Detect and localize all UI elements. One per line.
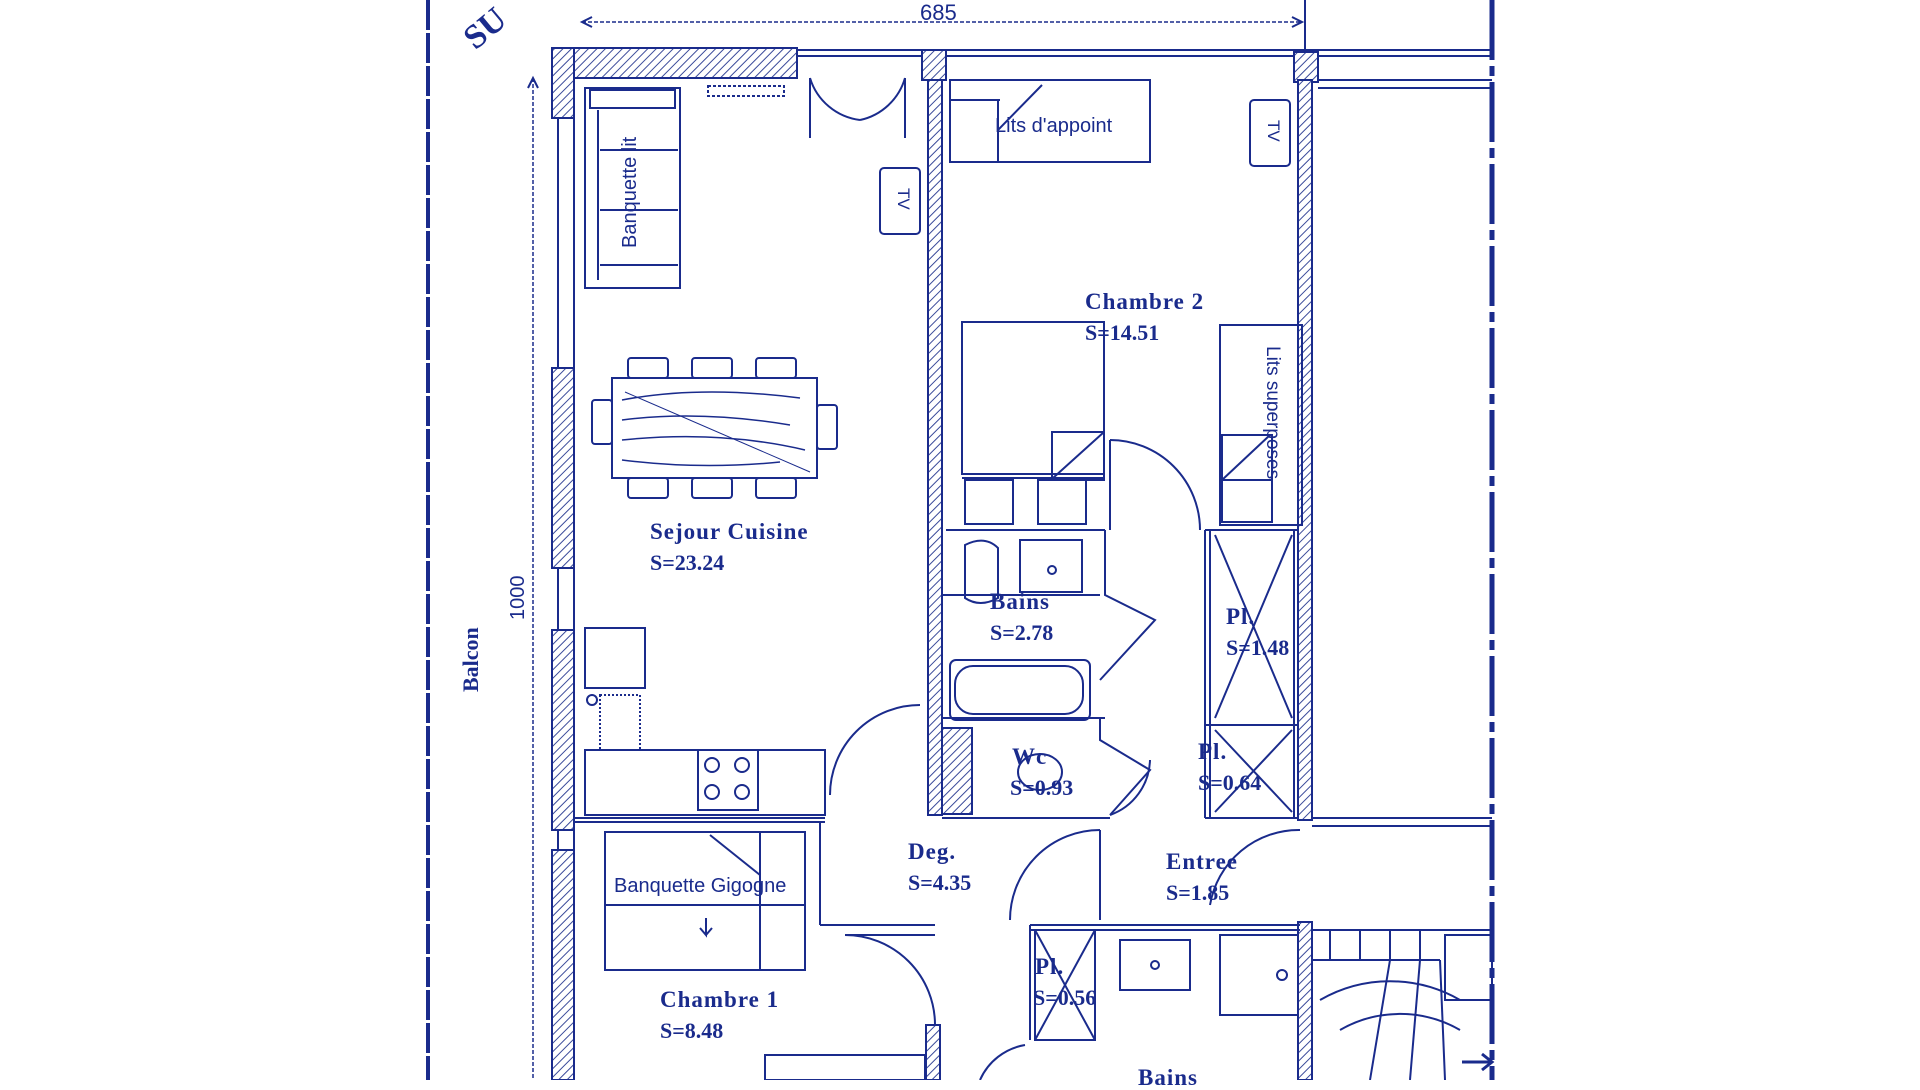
label-banquette-gigogne: Banquette Gigogne (614, 875, 787, 897)
placard-2-cross-b (1214, 729, 1293, 813)
room-name-entree: Entree (1166, 849, 1239, 874)
room-area-placard2: S=0.64 (1198, 770, 1262, 795)
wall-left-top (551, 47, 575, 119)
placard-3 (1034, 929, 1096, 1041)
wall-left-lower (551, 629, 575, 831)
door-swing-bottom (979, 1044, 1026, 1080)
label-tv-sejour: TV (894, 188, 913, 210)
room-name-degagement: Deg. (908, 839, 957, 864)
wall-left-mid (551, 367, 575, 569)
room-area-sejour: S=23.24 (650, 550, 725, 575)
bathroom-sink-2 (1119, 939, 1191, 991)
bunk-beds (1219, 324, 1303, 526)
wc-tank (941, 727, 973, 815)
cooktop (697, 749, 759, 811)
placard-1-cross-b (1214, 534, 1293, 719)
wall-center (927, 79, 943, 816)
wall-center-bottom (925, 1024, 941, 1080)
wall-right (1297, 79, 1313, 821)
staircase (1312, 929, 1495, 1080)
bathtub (949, 659, 1091, 721)
sofa-banquette-lit (584, 87, 681, 289)
wall-right-top (1293, 51, 1319, 83)
door-swing-entree (1209, 828, 1301, 906)
radiator (707, 85, 785, 97)
room-name-placard2: Pl. (1198, 739, 1228, 764)
wall-top-left (551, 47, 798, 79)
label-lits-appoint: Lits d'appoint (995, 115, 1113, 137)
label-tv-chambre2: TV (1264, 120, 1283, 142)
kitchen-counter (584, 749, 826, 816)
room-name-placard3: Pl. (1035, 954, 1065, 979)
room-area-placard3: S=0.56 (1033, 985, 1097, 1010)
banquette-gigogne (604, 831, 806, 971)
wall-right-bottom (1297, 921, 1313, 1080)
door-swing-top-2 (859, 77, 906, 138)
room-area-chambre1: S=8.48 (660, 1018, 724, 1043)
door-swing-top-1 (809, 77, 861, 138)
kitchen-sink (584, 627, 646, 689)
wc-bowl (1017, 753, 1063, 791)
room-name-wc: Wc (1012, 744, 1048, 769)
door-swing-deg (1009, 829, 1101, 921)
door-swing-chambre1 (844, 934, 936, 1026)
room-area-bains1: S=2.78 (990, 620, 1054, 645)
label-banquette-lit: Banquette lit (619, 136, 641, 248)
tv-chambre2 (1249, 99, 1291, 167)
wall-left-bottom (551, 849, 575, 1080)
bed-chambre2 (961, 321, 1105, 475)
lits-appoint (949, 79, 1151, 163)
shower-2 (1219, 934, 1299, 1016)
room-name-bains1: Bains (990, 589, 1050, 614)
room-name-bains2: Bains (1138, 1065, 1198, 1090)
room-area-placard1: S=1.48 (1226, 635, 1290, 660)
room-area-wc: S=0.93 (1010, 775, 1074, 800)
room-name-chambre2: Chambre 2 (1085, 289, 1205, 314)
room-area-entree: S=1.85 (1166, 880, 1230, 905)
door-swing-chambre2 (1109, 439, 1201, 531)
room-name-chambre1: Chambre 1 (660, 987, 780, 1012)
room-name-placard1: Pl. (1226, 604, 1256, 629)
room-area-chambre2: S=14.51 (1085, 320, 1160, 345)
door-swing-wc (1109, 759, 1151, 816)
dimension-height-label: 1000 (507, 575, 529, 621)
bidet-1 (964, 539, 999, 604)
label-lits-superposes: Lits superposes (1262, 346, 1283, 480)
dimension-width-label: 685 (920, 0, 957, 25)
room-name-sejour: Sejour Cuisine (650, 519, 809, 544)
wall-center-top (921, 49, 947, 81)
balcony-label: Balcon (458, 627, 483, 692)
tv-sejour (879, 167, 921, 235)
room-area-degagement: S=4.35 (908, 870, 972, 895)
bathroom-sink-1 (1019, 539, 1083, 593)
door-swing-sejour (829, 704, 921, 796)
